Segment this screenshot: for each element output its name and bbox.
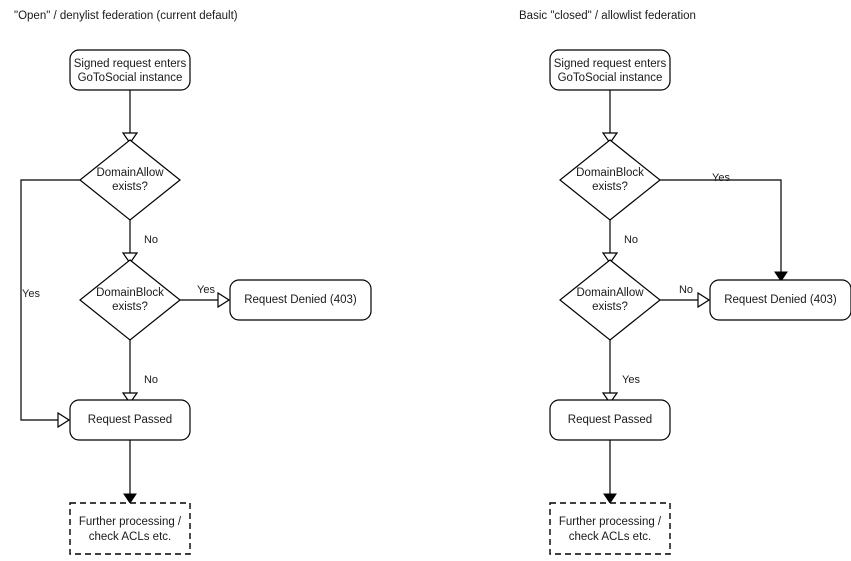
edge-label-left-block-yes: Yes — [197, 284, 215, 296]
edge-left-domainallow-yes: Yes — [20, 179, 80, 429]
edge-right-domainblock-no: No — [601, 220, 638, 265]
node-right-request-passed[interactable]: Request Passed — [549, 399, 671, 441]
edge-left-domainblock-no: No — [121, 340, 158, 405]
node-left-decision-domainblock[interactable]: DomainBlock exists? — [79, 259, 181, 341]
edge-label-left-allow-yes: Yes — [22, 288, 40, 300]
right-flow-group: Yes No No Yes Signed request ente — [549, 49, 851, 555]
node-right-further-processing[interactable]: Further processing / check ACLs etc. — [549, 502, 671, 555]
edge-label-right-block-yes: Yes — [712, 172, 730, 184]
node-right-further-line1: Further processing / — [559, 516, 662, 528]
node-left-entry-line2: GoToSocial instance — [78, 72, 183, 84]
edge-label-left-allow-no: No — [144, 234, 158, 246]
node-left-passed-label: Request Passed — [88, 414, 172, 426]
edge-label-left-block-no: No — [144, 374, 158, 386]
node-right-entry-line2: GoToSocial instance — [558, 72, 663, 84]
edge-left-passed-to-further — [123, 440, 137, 504]
node-left-decision2-line1: DomainBlock — [96, 287, 164, 299]
node-left-request-denied[interactable]: Request Denied (403) — [229, 279, 372, 321]
edge-right-domainallow-no: No — [660, 284, 711, 309]
node-right-decision-domainallow[interactable]: DomainAllow exists? — [559, 259, 661, 341]
node-right-request-denied[interactable]: Request Denied (403) — [709, 279, 851, 321]
node-left-decision-domainallow[interactable]: DomainAllow exists? — [79, 139, 181, 221]
node-right-entry[interactable]: Signed request enters GoToSocial instanc… — [549, 49, 671, 91]
edge-label-right-allow-no: No — [679, 284, 693, 296]
edge-right-domainallow-yes: Yes — [601, 340, 640, 405]
edge-right-domainblock-yes: Yes — [660, 172, 788, 282]
edge-right-passed-to-further — [603, 440, 617, 504]
column-title-open-denylist: "Open" / denylist federation (current de… — [14, 10, 238, 22]
node-left-decision1-line1: DomainAllow — [96, 167, 164, 179]
node-left-denied-label: Request Denied (403) — [244, 294, 357, 306]
node-right-passed-label: Request Passed — [568, 414, 652, 426]
edge-left-domainallow-no: No — [121, 220, 158, 265]
node-right-decision1-line2: exists? — [592, 181, 628, 193]
left-flow-group: No Yes Yes No Signed request ente — [20, 49, 372, 555]
edge-right-entry-to-domainblock — [601, 90, 619, 145]
node-left-further-line2: check ACLs etc. — [89, 531, 171, 543]
node-right-further-line2: check ACLs etc. — [569, 531, 651, 543]
node-left-further-processing[interactable]: Further processing / check ACLs etc. — [69, 502, 191, 555]
node-right-decision1-line1: DomainBlock — [576, 167, 644, 179]
node-right-decision2-line2: exists? — [592, 301, 628, 313]
node-left-entry[interactable]: Signed request enters GoToSocial instanc… — [69, 49, 191, 91]
column-title-closed-allowlist: Basic "closed" / allowlist federation — [519, 10, 696, 22]
node-left-entry-line1: Signed request enters — [74, 58, 187, 70]
node-right-entry-line1: Signed request enters — [554, 58, 667, 70]
node-right-decision2-line1: DomainAllow — [576, 287, 644, 299]
edge-label-right-block-no: No — [624, 234, 638, 246]
node-left-further-line1: Further processing / — [79, 516, 182, 528]
edge-left-entry-to-domainallow — [121, 90, 139, 145]
edge-label-right-allow-yes: Yes — [622, 374, 640, 386]
node-right-denied-label: Request Denied (403) — [724, 294, 837, 306]
edge-left-domainblock-yes: Yes — [180, 284, 231, 309]
node-right-decision-domainblock[interactable]: DomainBlock exists? — [559, 139, 661, 221]
node-left-request-passed[interactable]: Request Passed — [69, 399, 191, 441]
node-left-decision1-line2: exists? — [112, 181, 148, 193]
node-left-decision2-line2: exists? — [112, 301, 148, 313]
